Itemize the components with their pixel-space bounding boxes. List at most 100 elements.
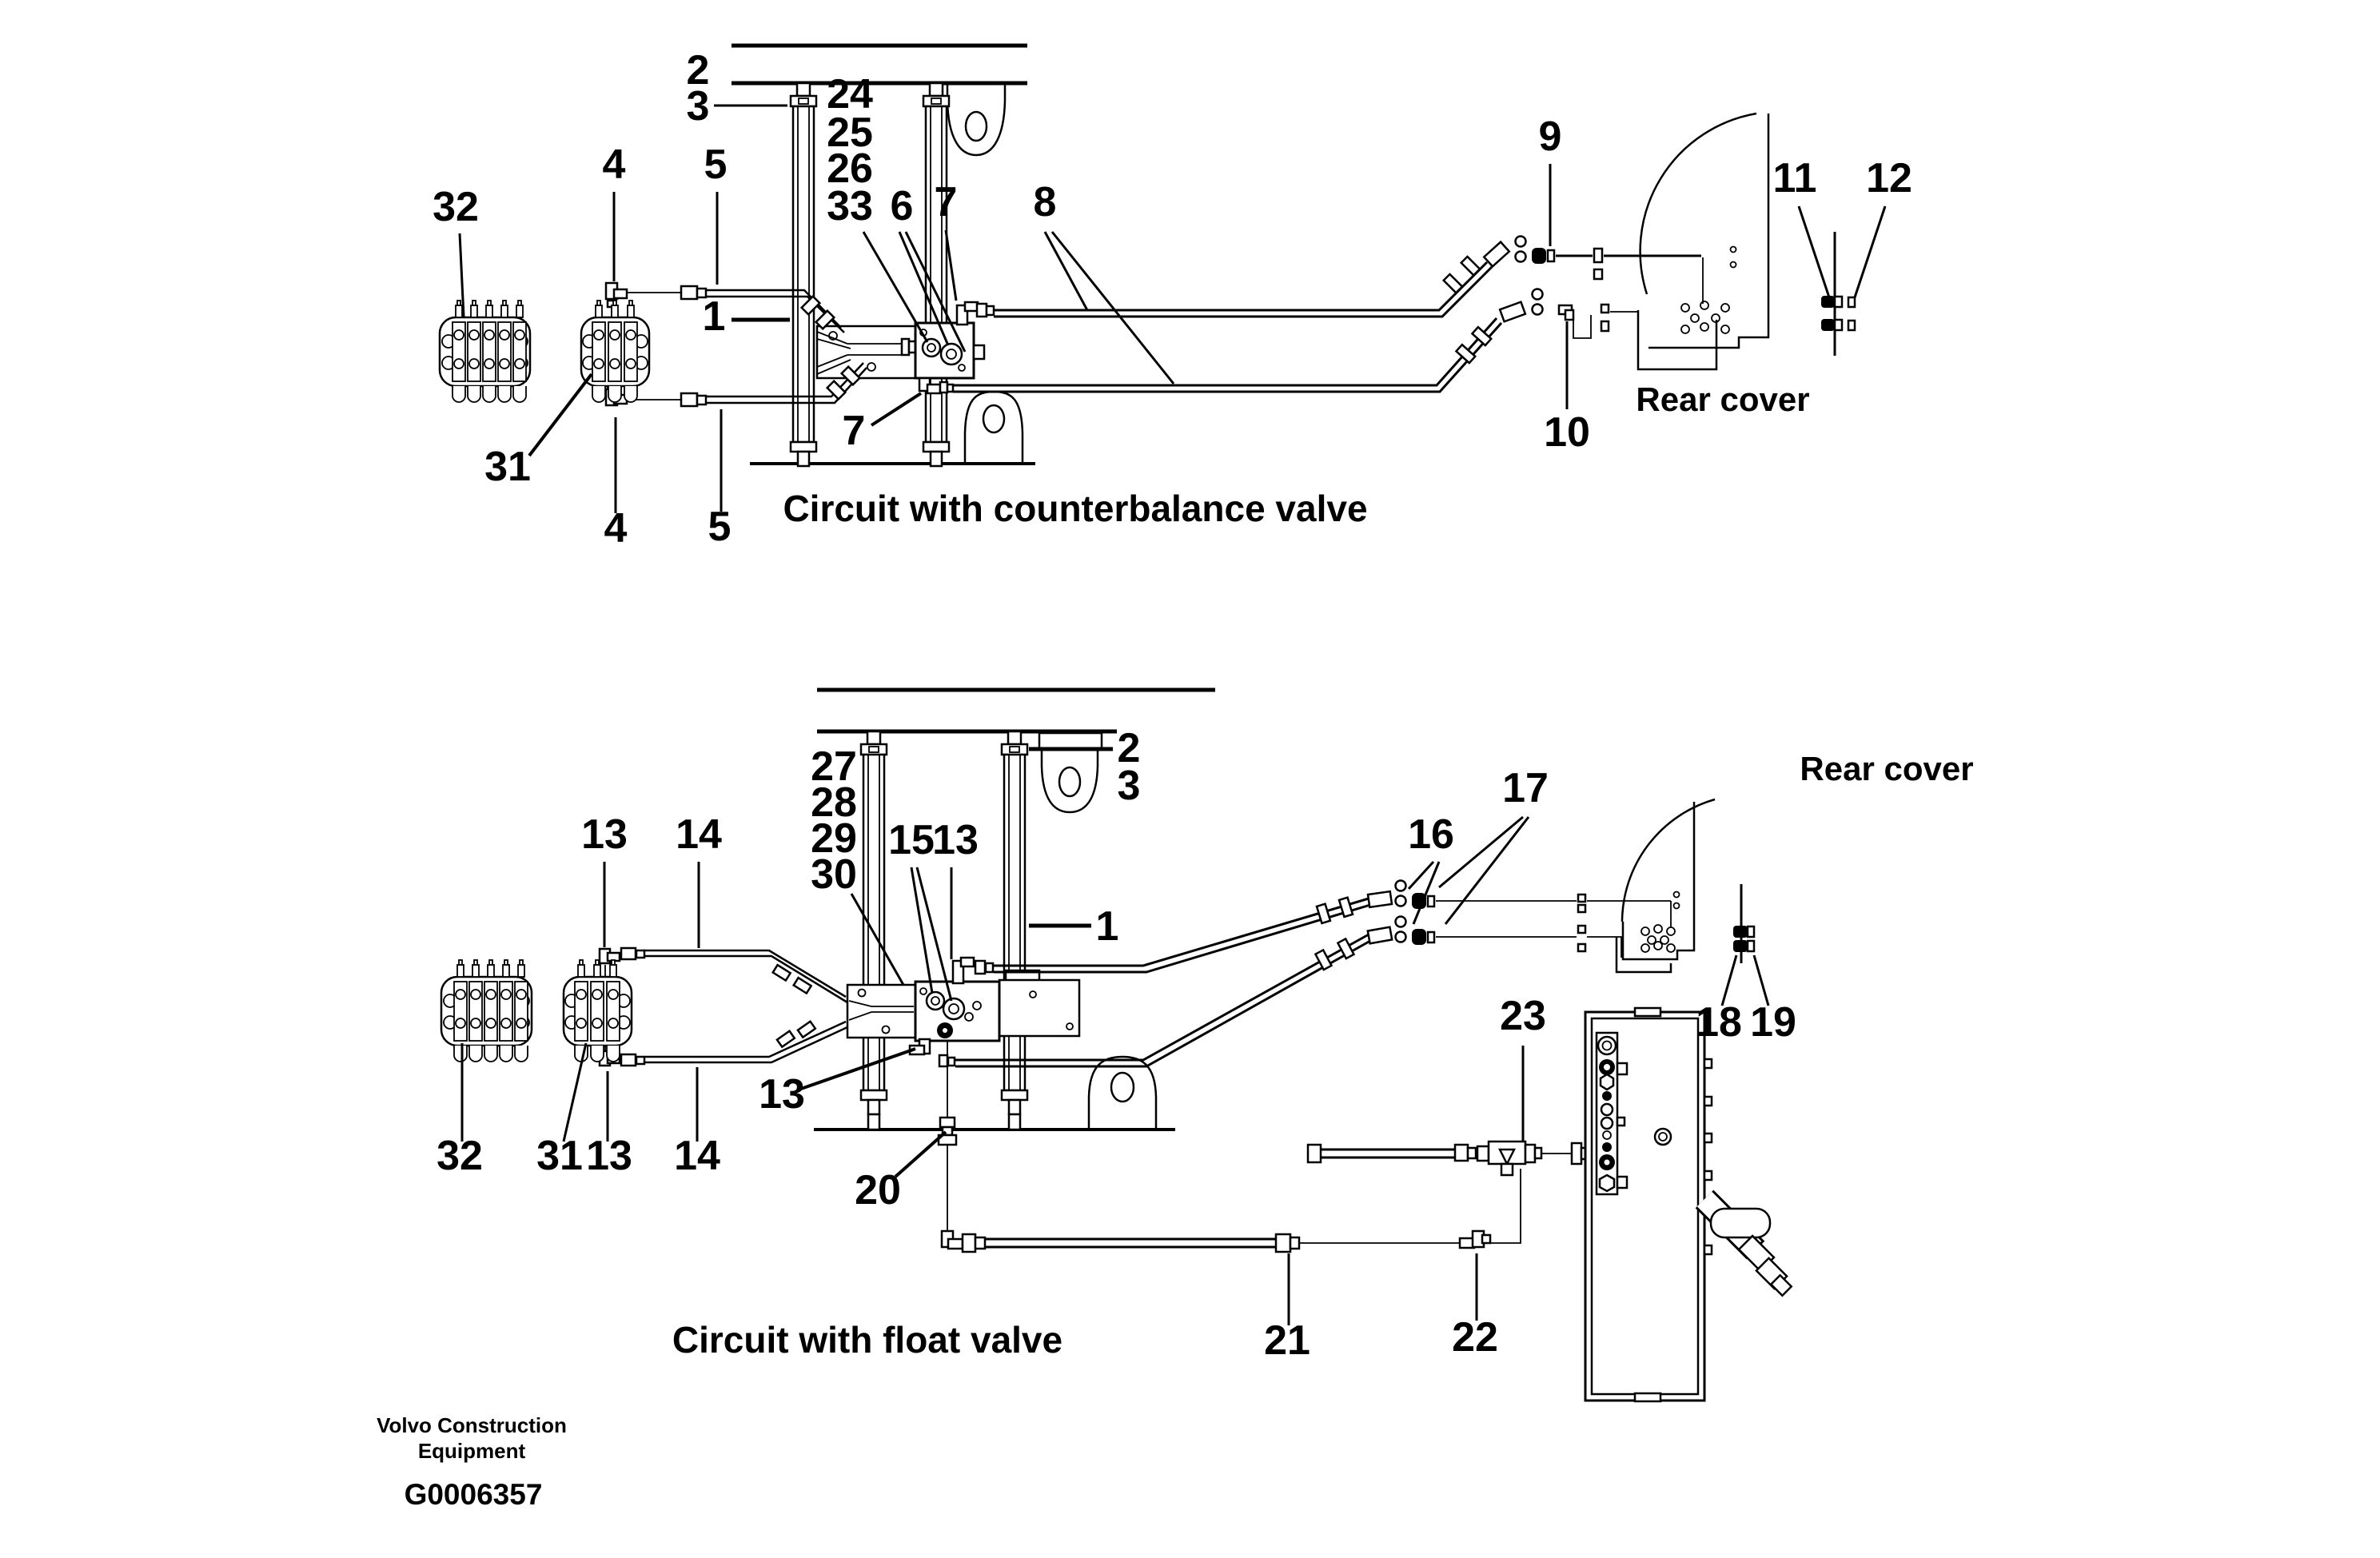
- elbow-fitting-hose21: [940, 1229, 964, 1250]
- elbow-fitting-10: [1531, 288, 1638, 339]
- callout-32-top: 32: [433, 184, 479, 230]
- callout-4-top: 4: [603, 141, 626, 188]
- callout-5-top-b: 5: [708, 504, 732, 550]
- hydraulic-cylinder-right-b: [1000, 730, 1029, 1116]
- callout-25: 25: [827, 110, 873, 156]
- callout-21: 21: [1264, 1317, 1310, 1364]
- lifting-lug-lower: [963, 390, 1024, 462]
- elbow-fitting-valve-top: [955, 301, 995, 326]
- callout-5-top: 5: [704, 141, 728, 188]
- callout-28: 28: [811, 779, 857, 826]
- union-fittings-11-12: [1821, 232, 1856, 356]
- callout-10: 10: [1544, 409, 1590, 456]
- callout-24: 24: [827, 71, 873, 118]
- manifold-plate-bottom: [846, 983, 917, 1039]
- callout-13-b: 13: [932, 817, 979, 863]
- brand-line2: Equipment: [418, 1439, 526, 1463]
- rear-cover-bolt-holes-bottom: [1640, 924, 1676, 953]
- callout-33: 33: [827, 183, 873, 229]
- valve-bank-32-bottom: [440, 958, 533, 1063]
- callout-14-b: 14: [674, 1133, 720, 1179]
- callout-22: 22: [1452, 1314, 1498, 1361]
- brand-line1: Volvo Construction: [377, 1413, 567, 1437]
- figure-code: G0006357: [405, 1478, 543, 1511]
- lifting-lug-upper: [946, 83, 1007, 157]
- elbow-fitting-block-top: [951, 956, 995, 985]
- manifold-plate-top: [815, 325, 917, 380]
- counterbalance-circuit-diagram: 2 3 4 5 32 24 25 26 33 6 7 8 1 31 4 5 7 …: [433, 43, 1912, 552]
- rear-cover-outline-top: [1636, 112, 1770, 371]
- callout-1-top: 1: [703, 293, 726, 340]
- rear-cover-outline-bottom: [1615, 798, 1716, 974]
- callout-15: 15: [888, 817, 935, 863]
- callout-13-c: 13: [759, 1071, 805, 1118]
- callout-11: 11: [1773, 155, 1817, 201]
- callout-26: 26: [827, 145, 873, 192]
- hydraulic-cylinder-left-b: [859, 730, 888, 1116]
- tank-port-strip: [1597, 1035, 1629, 1193]
- tee-fitting-23: [1476, 1140, 1543, 1177]
- hoses-top: [953, 240, 1527, 393]
- callout-13-a: 13: [581, 811, 628, 858]
- callout-7-lower: 7: [843, 408, 866, 454]
- callout-9: 9: [1539, 114, 1562, 160]
- footer-branding: Volvo Construction Equipment G0006357: [377, 1413, 567, 1511]
- float-valve-block: [908, 956, 1001, 1068]
- hoses-bottom: [955, 890, 1393, 1068]
- callout-12: 12: [1866, 155, 1912, 201]
- callout-30: 30: [811, 851, 857, 898]
- counterbalance-valve-block: [914, 301, 995, 395]
- lifting-lug-upper-b: [1038, 731, 1103, 814]
- callout-18: 18: [1696, 999, 1742, 1046]
- callout-8: 8: [1034, 179, 1057, 225]
- union-fittings-18-19: [1733, 884, 1756, 963]
- valve-bank-31-top: [580, 299, 651, 404]
- elbow-fitting-bank-top: [604, 281, 628, 317]
- callout-16: 16: [1408, 811, 1454, 858]
- valve-bank-31-bottom: [562, 958, 633, 1063]
- tee-fitting-9: [1514, 235, 1701, 281]
- callout-3-top: 3: [687, 83, 710, 130]
- callout-3-bottom: 3: [1118, 763, 1141, 809]
- supply-hose: [1306, 1143, 1477, 1164]
- callout-14-a: 14: [676, 811, 722, 858]
- callout-2-bottom: 2: [1118, 725, 1141, 771]
- callout-31-bottom: 31: [536, 1133, 583, 1179]
- steel-tubes-bottom: [598, 946, 848, 1067]
- callout-13-d: 13: [586, 1133, 632, 1179]
- callout-1-bottom: 1: [1096, 903, 1119, 950]
- rear-cover-label-top: Rear cover: [1636, 381, 1809, 418]
- mounting-plate-bottom: [998, 969, 1081, 1038]
- drain-line-assembly: [937, 1041, 1591, 1253]
- caption-float-valve: Circuit with float valve: [672, 1319, 1062, 1361]
- callout-29: 29: [811, 815, 857, 862]
- float-valve-circuit-diagram: 27 28 29 30 13 14 15 13 2 3 1 16 17 Rear…: [437, 687, 1974, 1403]
- elbow-fitting-22: [1458, 1229, 1492, 1249]
- callout-19: 19: [1750, 999, 1796, 1046]
- callout-27: 27: [811, 743, 857, 790]
- callout-23: 23: [1500, 993, 1546, 1039]
- tank-suction-pipe: [1695, 1189, 1793, 1297]
- lifting-lug-lower-b: [1087, 1055, 1158, 1130]
- caption-counterbalance: Circuit with counterbalance valve: [783, 488, 1367, 529]
- connector-fittings-17: [1394, 879, 1672, 958]
- hose-21: [961, 1233, 1301, 1253]
- frame-rails-top: [732, 43, 1035, 465]
- callout-4-top-b: 4: [604, 505, 628, 552]
- valve-bank-32-top: [438, 299, 532, 404]
- hydraulic-cylinder-left: [789, 82, 818, 468]
- callout-6: 6: [891, 183, 914, 229]
- callout-31-top: 31: [484, 444, 531, 490]
- callout-7-upper: 7: [935, 179, 958, 225]
- callout-32-bottom: 32: [437, 1133, 483, 1179]
- leader-lines-bottom: [460, 747, 1770, 1325]
- callout-2-top: 2: [687, 47, 710, 94]
- callout-20: 20: [855, 1167, 901, 1213]
- elbow-fitting-valve-bottom: [918, 377, 955, 395]
- rear-cover-bolt-holes-top: [1680, 301, 1730, 334]
- hydraulic-tank: [1584, 1006, 1793, 1403]
- elbow-fitting-block-bottom: [908, 1038, 956, 1068]
- leader-lines-top: [458, 104, 1887, 513]
